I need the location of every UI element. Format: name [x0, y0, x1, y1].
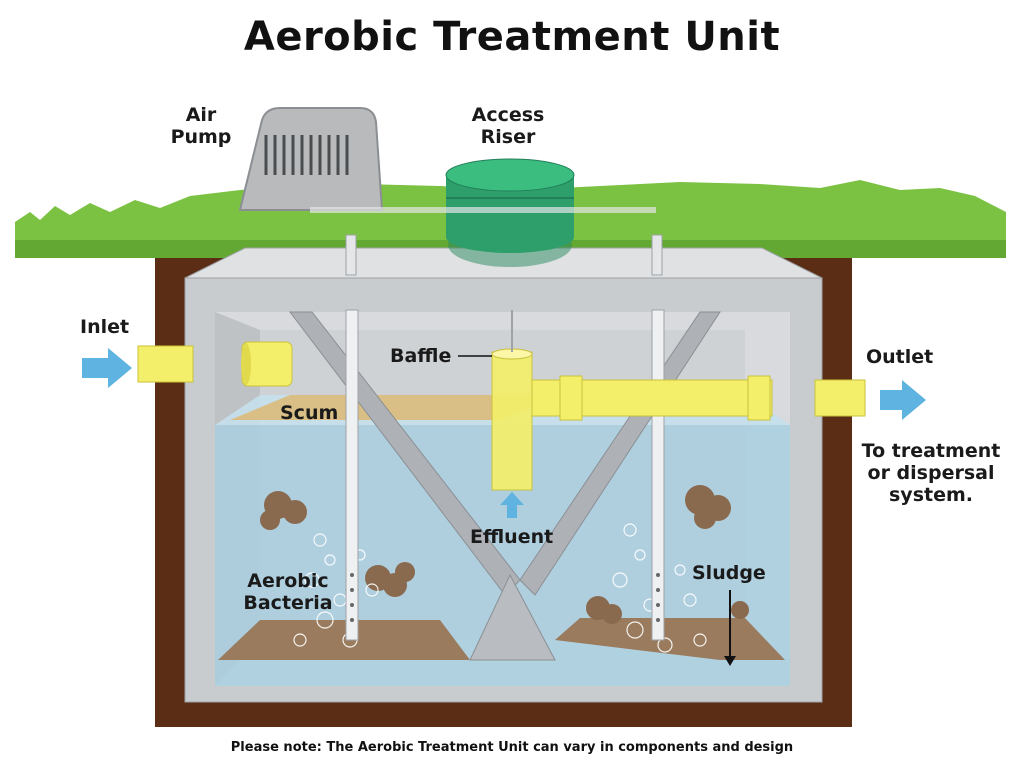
- aerobic-bacteria-label: Aerobic Bacteria: [238, 570, 338, 614]
- access-riser-label: Access Riser: [458, 104, 558, 148]
- air-feed-right: [651, 234, 663, 276]
- inlet-fitting-mouth: [241, 343, 251, 385]
- outlet-arrow: [880, 380, 926, 420]
- hopper-peak: [469, 573, 556, 661]
- sludge-layer-right: [555, 618, 785, 660]
- outlet-coupling-1: [559, 375, 583, 421]
- scum-label: Scum: [280, 402, 339, 424]
- scum-layer: [230, 395, 560, 420]
- outlet-destination-label: To treatment or dispersal system.: [852, 440, 1010, 506]
- outlet-destination-line1: To treatment: [861, 440, 1001, 462]
- outlet-destination-line3: system.: [889, 484, 973, 506]
- effluent-label: Effluent: [470, 526, 554, 548]
- air-feed-left: [345, 234, 357, 276]
- sludge-clumps: [260, 485, 749, 624]
- outlet-coupling-2: [747, 375, 771, 421]
- air-pump-vents: [264, 135, 349, 175]
- outlet-destination-line2: or dispersal: [867, 462, 995, 484]
- inlet-label: Inlet: [80, 316, 130, 338]
- access-riser-lid: [445, 158, 575, 192]
- air-pump-label-line2: Pump: [170, 126, 232, 148]
- baffle-pipe: [491, 351, 533, 491]
- disclaimer-note: Please note: The Aerobic Treatment Unit …: [230, 740, 794, 755]
- inlet-pipe: [137, 345, 194, 383]
- access-riser-label-line1: Access: [471, 104, 545, 126]
- outlet-pipe: [814, 379, 866, 417]
- access-riser-label-line2: Riser: [480, 126, 536, 148]
- aerobic-bacteria-line2: Bacteria: [243, 592, 333, 614]
- effluent-arrow: [500, 492, 524, 518]
- access-riser-bottom: [446, 221, 574, 253]
- air-pump-label: Air Pump: [168, 104, 234, 148]
- inlet-arrow: [82, 348, 132, 388]
- air-pump-label-line1: Air: [185, 104, 217, 126]
- air-diffuser-left: [345, 309, 359, 641]
- diffuser-holes: [350, 573, 660, 622]
- aerobic-bacteria-line1: Aerobic: [247, 570, 329, 592]
- sludge-arrow: [724, 590, 736, 666]
- diagram-title: Aerobic Treatment Unit: [243, 14, 781, 60]
- outlet-label: Outlet: [866, 346, 934, 368]
- sludge-label: Sludge: [692, 562, 766, 584]
- baffle-label: Baffle: [390, 345, 452, 367]
- sludge-layer-left: [218, 620, 470, 660]
